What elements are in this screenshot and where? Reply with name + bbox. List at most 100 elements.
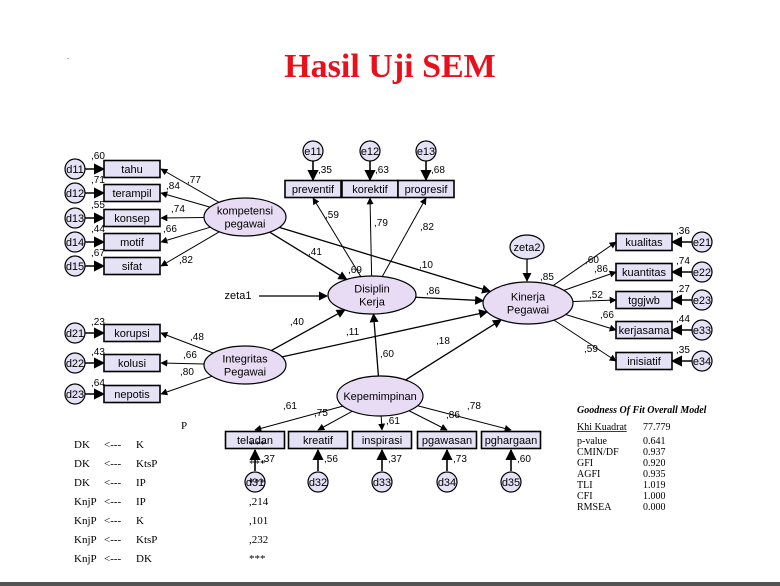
error-term-e21: [691, 231, 713, 253]
indicator-box-kreatif: [287, 430, 349, 450]
error-label-d32: d32: [309, 477, 327, 489]
error-term-d35: [500, 471, 522, 493]
table-cell: ***: [249, 457, 266, 470]
error-term-e33: [691, 319, 713, 341]
table-cell: IP: [136, 476, 146, 489]
arrow-load-preventif: [312, 197, 362, 277]
gof-row: TLI 1.019: [577, 480, 671, 491]
table-cell: DK: [74, 476, 90, 489]
indicator-box-kualitas: [615, 232, 673, 252]
indicator-box-nepotis: [103, 384, 161, 404]
r2-sifat: ,67: [91, 248, 105, 259]
table-cell: <---: [104, 552, 122, 565]
r2-motif: ,44: [91, 224, 105, 235]
table-row: DK<---IP***: [74, 473, 268, 492]
error-term-d33: [371, 471, 393, 493]
error-term-e22: [691, 261, 713, 283]
indicator-label-tggjwb: tggjwb: [628, 295, 660, 307]
arrow-load-teladan: [254, 405, 344, 432]
table-header-row: P: [74, 416, 268, 435]
latent-disiplin-kerja: [327, 275, 417, 315]
indicator-label-inisiatif: inisiatif: [627, 356, 662, 368]
r2-nepotis: ,64: [91, 378, 105, 389]
indicator-label-preventif: preventif: [292, 184, 335, 196]
error-term-e12: [359, 140, 381, 162]
goodness-of-fit-panel: Goodness Of Fit Overall Model Khi Kuadra…: [577, 405, 706, 513]
error-label-d13: d13: [66, 213, 84, 225]
load-motif: ,66: [163, 224, 177, 235]
path-kompetensi-kinerja: [279, 226, 492, 294]
arrow-load-pgawasan: [408, 410, 448, 431]
table-cell: <---: [104, 457, 122, 470]
error-label-e23: e23: [693, 295, 711, 307]
r2-kerjasama: ,44: [676, 314, 690, 325]
table-cell: DK: [74, 438, 90, 451]
indicator-box-pghargaan: [480, 430, 542, 450]
arrow-load-kuantitas: [563, 270, 617, 291]
error-term-d21: [64, 322, 86, 344]
r2-tggjwb: ,27: [676, 284, 690, 295]
indicator-label-korupsi: korupsi: [114, 328, 149, 340]
zeta1-label: zeta1: [225, 290, 252, 302]
load-tahu: ,77: [187, 175, 201, 186]
error-label-e11: e11: [304, 146, 322, 158]
table-cell: <---: [104, 476, 122, 489]
table-cell: <---: [104, 514, 122, 527]
arrow-load-konsep: [160, 214, 205, 222]
latent-kepemimpinan-label: Kepemimpinan: [343, 391, 416, 403]
gof-value: 1.019: [643, 480, 666, 491]
error-term-d34: [436, 471, 458, 493]
r2-teladan: ,37: [261, 454, 275, 465]
load-terampil: ,84: [166, 181, 180, 192]
indicator-label-progresif: progresif: [405, 184, 449, 196]
indicator-box-teladan: [224, 430, 286, 450]
load-korupsi: ,48: [190, 332, 204, 343]
gof-metric: TLI: [577, 480, 593, 491]
zeta2-label: zeta2: [514, 242, 541, 254]
error-label-d15: d15: [66, 261, 84, 273]
gof-value: 0.000: [643, 502, 666, 513]
table-cell: K: [136, 438, 144, 451]
gof-value: 0.920: [643, 458, 666, 469]
coef-dk-kp: ,86: [426, 286, 440, 297]
arrow-load-korektif: [366, 197, 374, 277]
table-row: KnjP<---IP,214: [74, 492, 268, 511]
gof-metric: AGFI: [577, 469, 601, 480]
table-cell: KnjP: [74, 495, 97, 508]
gof-value: 0.935: [643, 469, 666, 480]
indicator-box-tahu: [103, 159, 161, 179]
table-cell: ,232: [249, 533, 269, 546]
error-term-d23: [64, 383, 86, 405]
error-label-e34: e34: [693, 356, 711, 368]
table-cell: KtsP: [136, 457, 158, 470]
table-cell: KnjP: [74, 552, 97, 565]
latent-kepemimpinan: [336, 375, 424, 417]
indicator-label-kreatif: kreatif: [303, 435, 334, 447]
load-pgawasan: ,86: [446, 410, 460, 421]
arrow-load-tggjwb: [572, 296, 617, 304]
error-label-d22: d22: [66, 358, 84, 370]
indicator-label-nepotis: nepotis: [114, 389, 150, 401]
load-nepotis: ,80: [180, 367, 194, 378]
gof-value: 77.779: [643, 422, 671, 433]
arrow-load-kreatif: [317, 410, 353, 431]
r2-disiplin: ,69: [348, 265, 362, 276]
error-term-e13: [415, 140, 437, 162]
r2-kolusi: ,43: [91, 347, 105, 358]
path-kepemimpinan-disiplin: [369, 313, 380, 377]
error-term-e11: [302, 140, 324, 162]
table-cell: <---: [104, 438, 122, 451]
load-teladan: ,61: [283, 401, 297, 412]
error-label-d31: d31: [246, 477, 264, 489]
gof-metric: RMSEA: [577, 502, 612, 513]
r2-kualitas: ,36: [676, 226, 690, 237]
table-row: KnjP<---DK***: [74, 549, 268, 568]
indicator-label-korektif: korektif: [352, 184, 388, 196]
indicator-box-konsep: [103, 208, 161, 228]
